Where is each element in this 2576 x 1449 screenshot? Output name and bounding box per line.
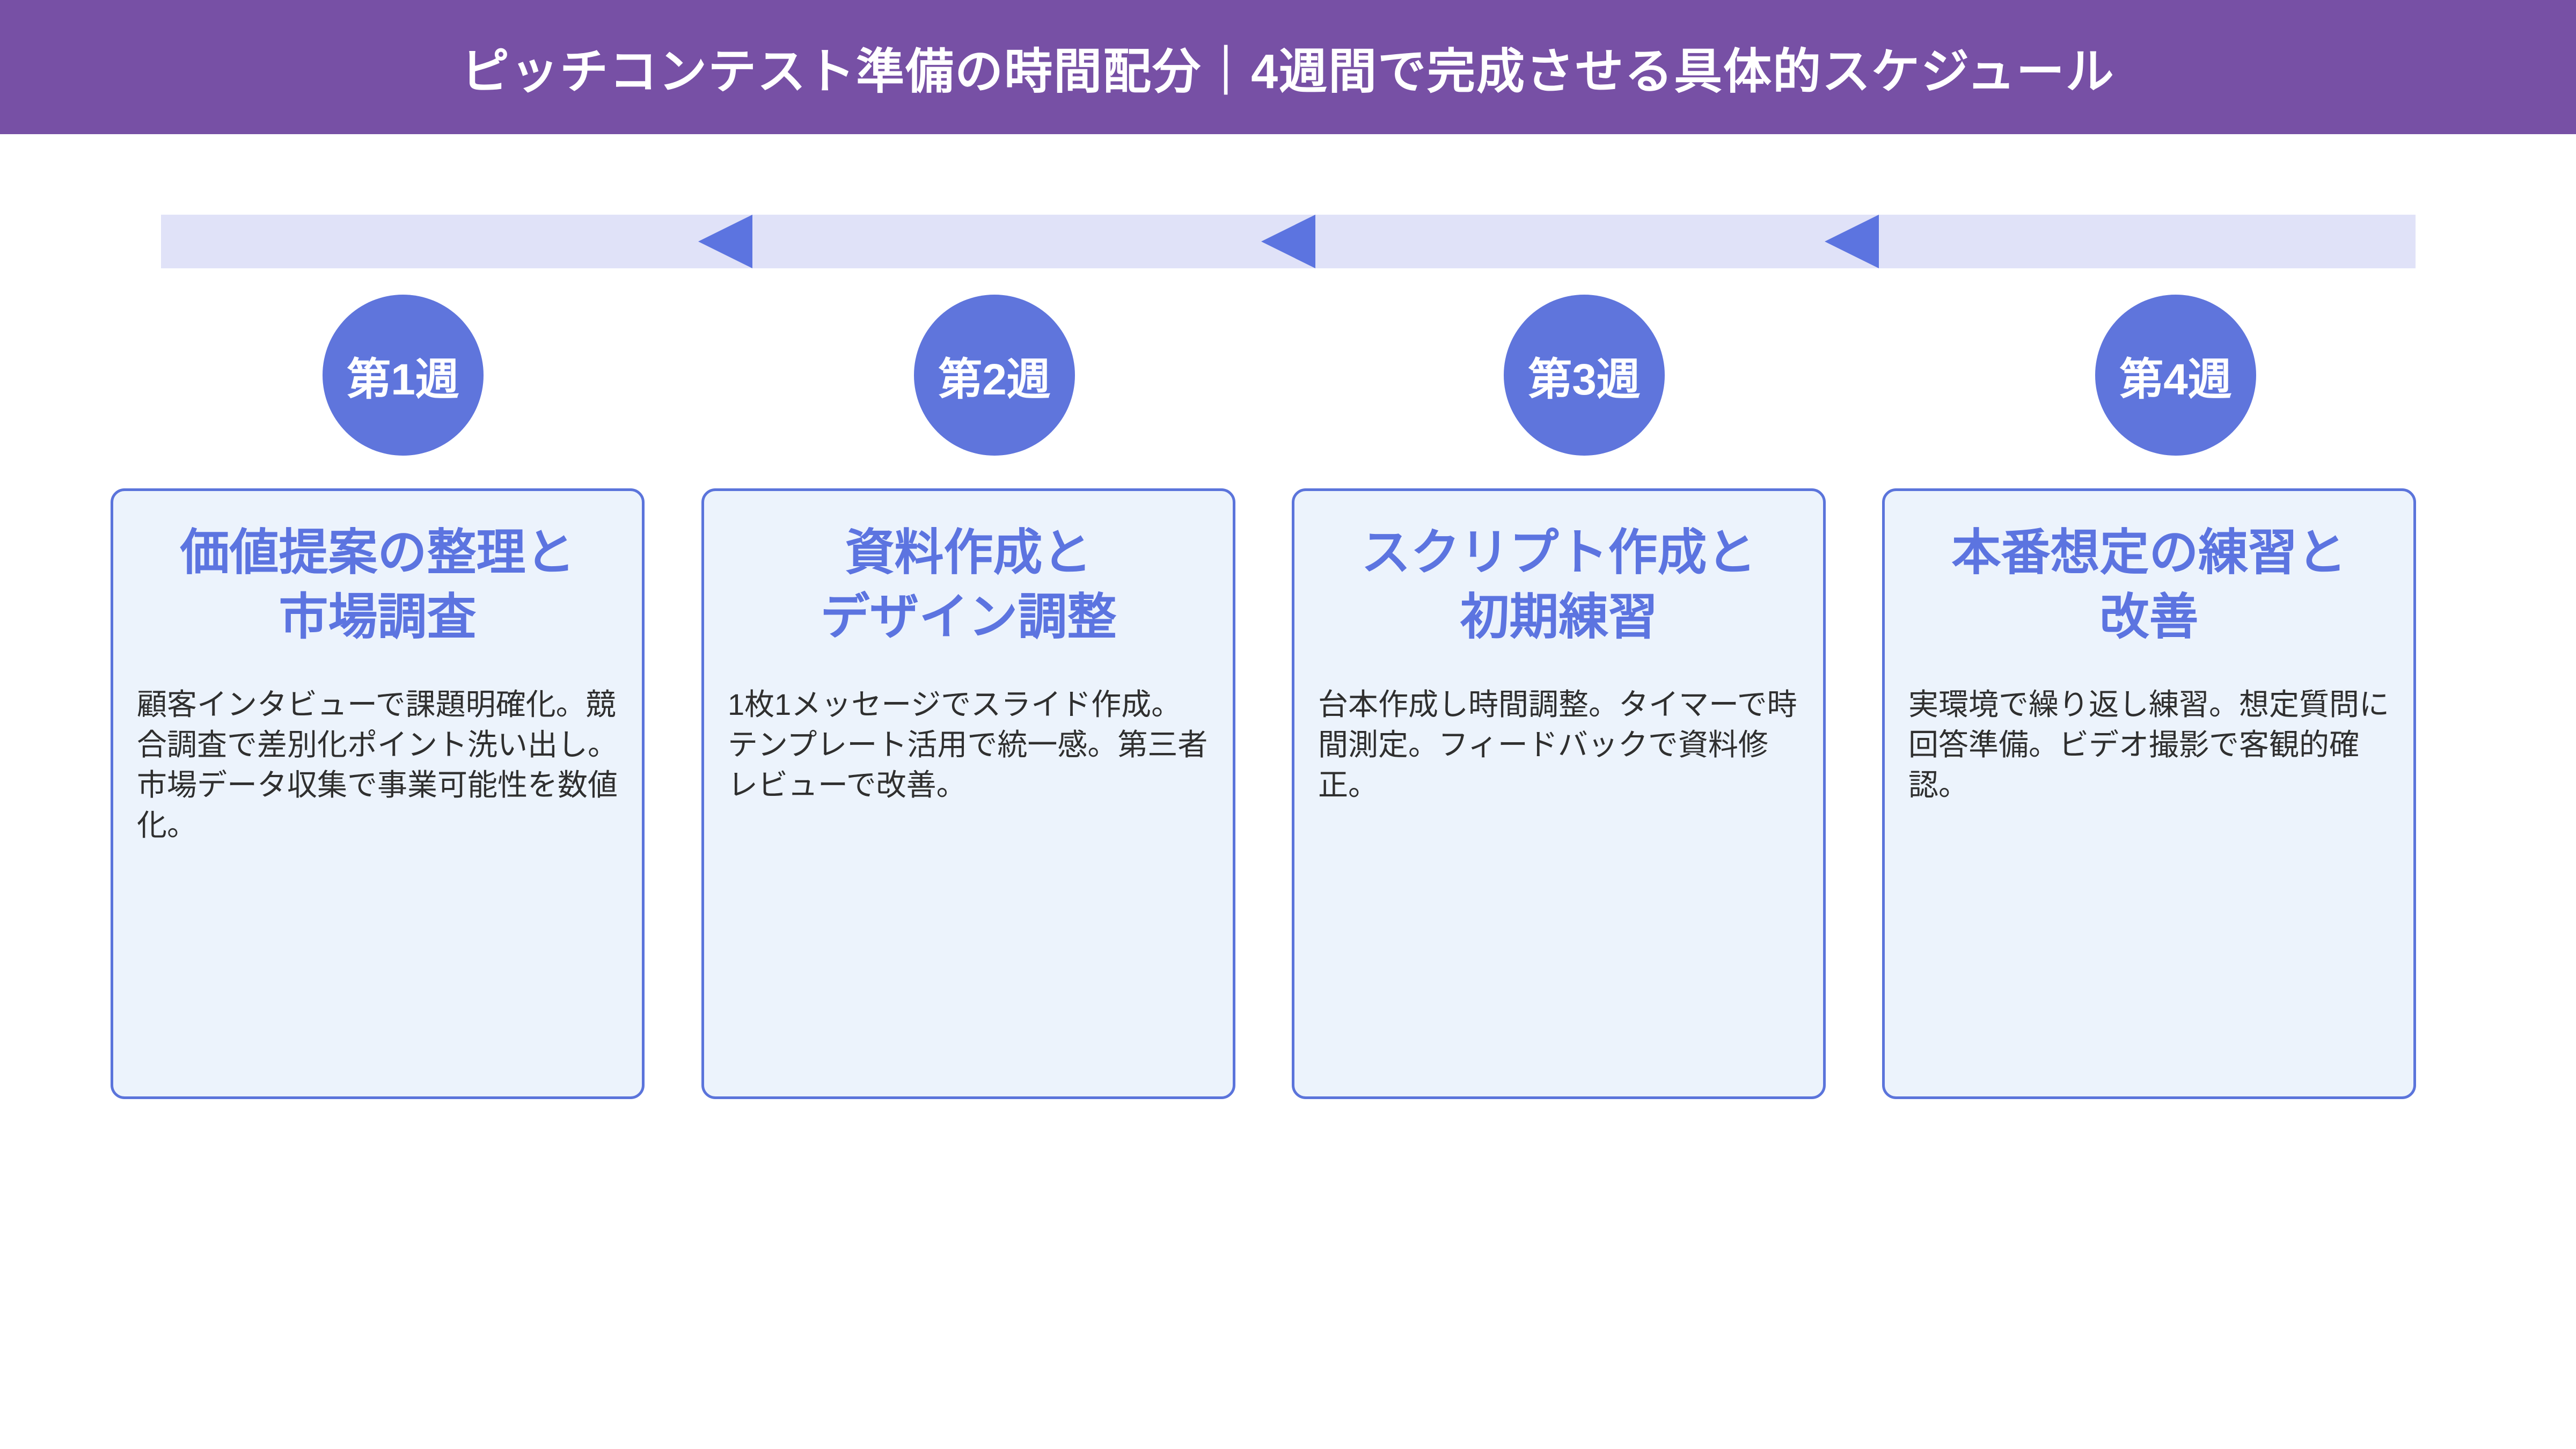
week-badge-3: 第3週 bbox=[1504, 295, 1665, 456]
page-title: ピッチコンテスト準備の時間配分｜4週間で完成させる具体的スケジュール bbox=[461, 45, 2115, 99]
week-badge-label: 第2週 bbox=[938, 355, 1051, 404]
week-card-4: 本番想定の練習と 改善 実環境で繰り返し練習。想定質問に回答準備。ビデオ撮影で客… bbox=[1882, 488, 2416, 1099]
week-badge-2: 第2週 bbox=[914, 295, 1075, 456]
week-card-3: スクリプト作成と 初期練習 台本作成し時間調整。タイマーで時間測定。フィードバッ… bbox=[1292, 488, 1826, 1099]
card-body: 台本作成し時間調整。タイマーで時間測定。フィードバックで資料修正。 bbox=[1318, 687, 1797, 802]
week-badge-label: 第4週 bbox=[2119, 355, 2232, 404]
week-badge-4: 第4週 bbox=[2095, 295, 2256, 456]
card-title: 資料作成と デザイン調整 bbox=[820, 525, 1117, 645]
week-badge-1: 第1週 bbox=[323, 295, 484, 456]
card-body: 顧客インタビューで課題明確化。競合調査で差別化ポイント洗い出し。市場データ収集で… bbox=[137, 687, 618, 843]
card-title: 価値提案の整理と 市場調査 bbox=[180, 525, 575, 645]
left-arrow-icon bbox=[1261, 215, 1315, 268]
week-card-1: 価値提案の整理と 市場調査 顧客インタビューで課題明確化。競合調査で差別化ポイン… bbox=[111, 488, 645, 1099]
card-title: 本番想定の練習と 改善 bbox=[1951, 525, 2347, 645]
week-card-2: 資料作成と デザイン調整 1枚1メッセージでスライド作成。テンプレート活用で統一… bbox=[701, 488, 1235, 1099]
left-arrow-icon bbox=[698, 215, 752, 268]
card-title: スクリプト作成と 初期練習 bbox=[1361, 525, 1757, 645]
week-badge-label: 第3週 bbox=[1528, 355, 1641, 404]
card-body: 実環境で繰り返し練習。想定質問に回答準備。ビデオ撮影で客観的確認。 bbox=[1908, 687, 2389, 802]
left-arrow-icon bbox=[1825, 215, 1879, 268]
week-badge-label: 第1週 bbox=[347, 355, 459, 404]
header-bar: ピッチコンテスト準備の時間配分｜4週間で完成させる具体的スケジュール bbox=[0, 0, 2576, 134]
card-body: 1枚1メッセージでスライド作成。テンプレート活用で統一感。第三者レビューで改善。 bbox=[728, 687, 1208, 802]
